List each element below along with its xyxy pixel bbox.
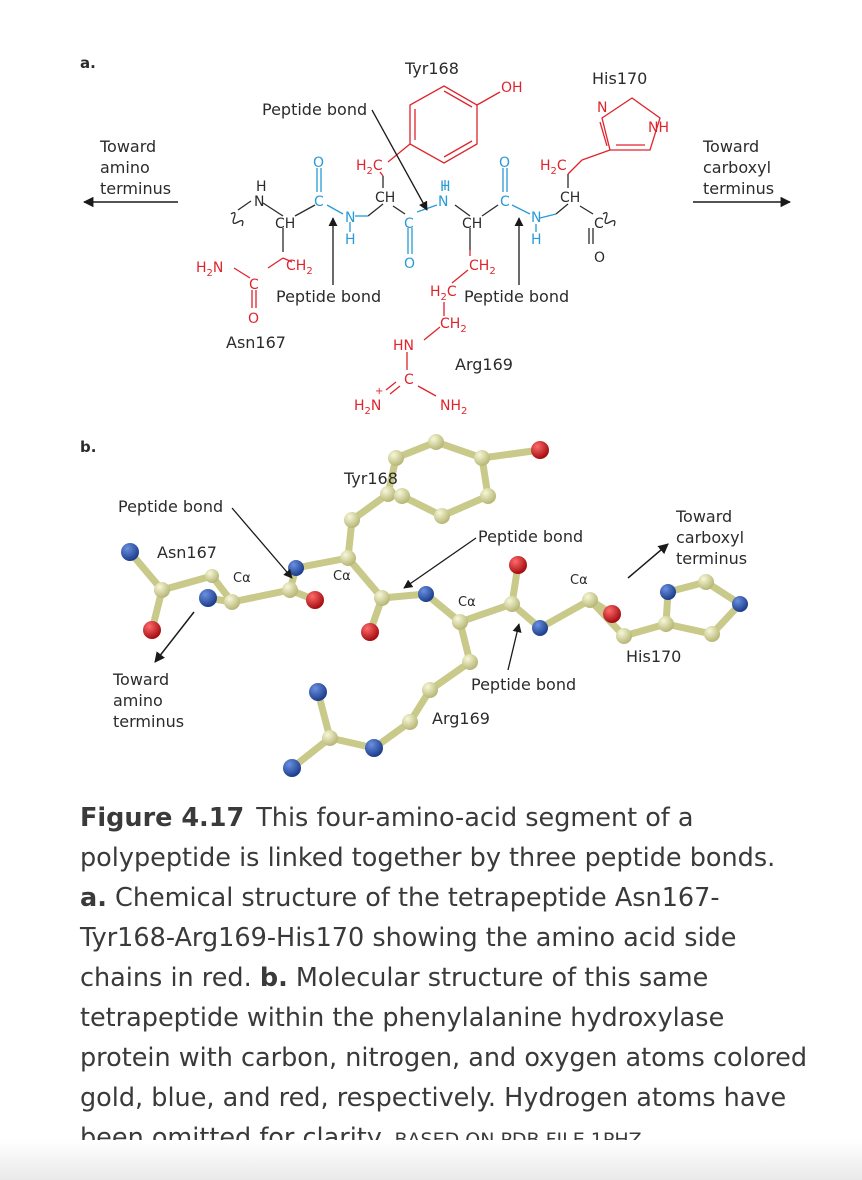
his-n: N	[597, 100, 607, 116]
svg-text:NH2: NH2	[440, 398, 467, 417]
panel-b-letter: b.	[80, 438, 96, 456]
svg-text:CH2: CH2	[469, 258, 496, 277]
toward-carboxyl-b-2: carboxyl	[676, 528, 744, 547]
svg-text:N: N	[438, 194, 448, 210]
toward-amino-arrow-b	[154, 611, 195, 663]
svg-text:H: H	[531, 232, 542, 248]
toward-carboxyl-a-1: Toward	[702, 137, 759, 156]
peptide-bond-label-b-left: Peptide bond	[118, 497, 223, 516]
oh-group: OH	[501, 80, 523, 96]
residue-label-asn-b: Asn167	[157, 543, 217, 562]
hn-group: HN	[393, 338, 414, 354]
caption-part2: Chemical structure of the tetrapeptide A…	[80, 883, 737, 993]
peptide-bond-arrow-a-top	[371, 109, 428, 211]
toward-carboxyl-b-3: terminus	[676, 549, 747, 568]
svg-text:H2C: H2C	[356, 158, 383, 177]
panel-b: b.	[80, 434, 749, 777]
toward-carboxyl-a-2: carboxyl	[703, 158, 771, 177]
side-chain-atoms: H2N C O CH2 H2C OH CH2 H2C CH2 HN C H2N …	[196, 80, 669, 417]
svg-text:CH: CH	[560, 190, 580, 206]
residue-label-tyr-a: Tyr168	[404, 59, 459, 78]
toward-carboxyl-arrow-b	[627, 543, 669, 579]
backbone-atoms: N H CH CH CH CH C O	[254, 179, 605, 266]
residue-label-asn-a: Asn167	[226, 333, 286, 352]
svg-text:C: C	[404, 372, 414, 388]
svg-text:H: H	[345, 232, 356, 248]
svg-text:H2N: H2N	[196, 260, 223, 279]
svg-text:CH2: CH2	[286, 258, 313, 277]
c-alpha-label-2: Cα	[333, 569, 351, 584]
peptide-bond-label-b-bottom: Peptide bond	[471, 675, 576, 694]
toward-amino-label-a: Toward amino terminus	[99, 137, 171, 198]
svg-text:C: C	[500, 194, 510, 210]
toward-carboxyl-a-3: terminus	[703, 179, 774, 198]
c-alpha-label-1: Cα	[233, 571, 251, 586]
toward-amino-a-3: terminus	[100, 179, 171, 198]
figure-number: Figure 4.17	[80, 803, 245, 833]
residue-label-tyr-b: Tyr168	[343, 469, 398, 488]
residue-label-arg-b: Arg169	[432, 709, 490, 728]
svg-text:O: O	[248, 311, 259, 327]
caption-b-label: b.	[259, 963, 288, 993]
panel-a-letter: a.	[80, 54, 96, 72]
toward-carboxyl-b-1: Toward	[675, 507, 732, 526]
peptide-bond-arrow-b-bottom	[507, 623, 522, 671]
peptide-bond-arrow-b-mid	[403, 537, 477, 589]
svg-text:H: H	[256, 179, 267, 195]
peptide-bond-arrow-b-left	[231, 507, 293, 579]
svg-text:C: C	[404, 216, 414, 232]
svg-text:O: O	[594, 250, 605, 266]
svg-text:N: N	[254, 194, 264, 210]
c-alpha-label-4: Cα	[570, 573, 588, 588]
toward-amino-b-2: amino	[113, 691, 163, 710]
toward-amino-b-1: Toward	[112, 670, 169, 689]
c-alpha-label-3: Cα	[458, 595, 476, 610]
residue-label-his-a: His170	[592, 69, 647, 88]
svg-text:O: O	[313, 155, 324, 171]
svg-text:+: +	[375, 386, 383, 397]
svg-text:H2N: H2N	[354, 398, 381, 417]
svg-text:H: H	[440, 179, 451, 195]
figure-diagram: a. Toward amino terminus Toward carboxyl…	[80, 54, 792, 777]
caption-part1: This four-amino-acid segment of a polype…	[80, 803, 776, 873]
toward-carboxyl-label-a: Toward carboxyl terminus	[702, 137, 776, 198]
toward-carboxyl-label-b: Toward carboxyl terminus	[675, 507, 749, 568]
panel-a: a. Toward amino terminus Toward carboxyl…	[80, 54, 792, 417]
svg-text:H2C: H2C	[540, 158, 567, 177]
svg-text:O: O	[404, 256, 415, 272]
toward-amino-a-1: Toward	[99, 137, 156, 156]
peptide-bond-label-a-top: Peptide bond	[262, 100, 367, 119]
svg-text:CH: CH	[375, 190, 395, 206]
peptide-bond-label-a-left: Peptide bond	[276, 287, 381, 306]
ball-stick-atoms	[121, 434, 748, 777]
backbone-bonds	[230, 174, 616, 252]
svg-text:N: N	[531, 210, 541, 226]
svg-text:C: C	[314, 194, 324, 210]
svg-text:H2C: H2C	[430, 284, 457, 303]
svg-text:N: N	[345, 210, 355, 226]
his-nh: NH	[648, 120, 669, 136]
svg-text:C: C	[249, 277, 259, 293]
peptide-bond-label-a-right: Peptide bond	[464, 287, 569, 306]
peptide-bond-label-b-mid: Peptide bond	[478, 527, 583, 546]
side-chain-bonds	[233, 85, 661, 397]
svg-text:O: O	[499, 155, 510, 171]
residue-label-his-b: His170	[626, 647, 681, 666]
peptide-atoms: O C N H C O N H O C N H	[313, 155, 542, 272]
toward-amino-label-b: Toward amino terminus	[112, 670, 184, 731]
bottom-fade	[0, 1140, 862, 1180]
toward-amino-b-3: terminus	[113, 712, 184, 731]
toward-amino-a-2: amino	[100, 158, 150, 177]
residue-label-arg-a: Arg169	[455, 355, 513, 374]
svg-text:C: C	[594, 216, 604, 232]
svg-text:CH: CH	[462, 216, 482, 232]
svg-text:CH2: CH2	[440, 316, 467, 335]
svg-text:CH: CH	[275, 216, 295, 232]
caption-a-label: a.	[80, 883, 107, 913]
